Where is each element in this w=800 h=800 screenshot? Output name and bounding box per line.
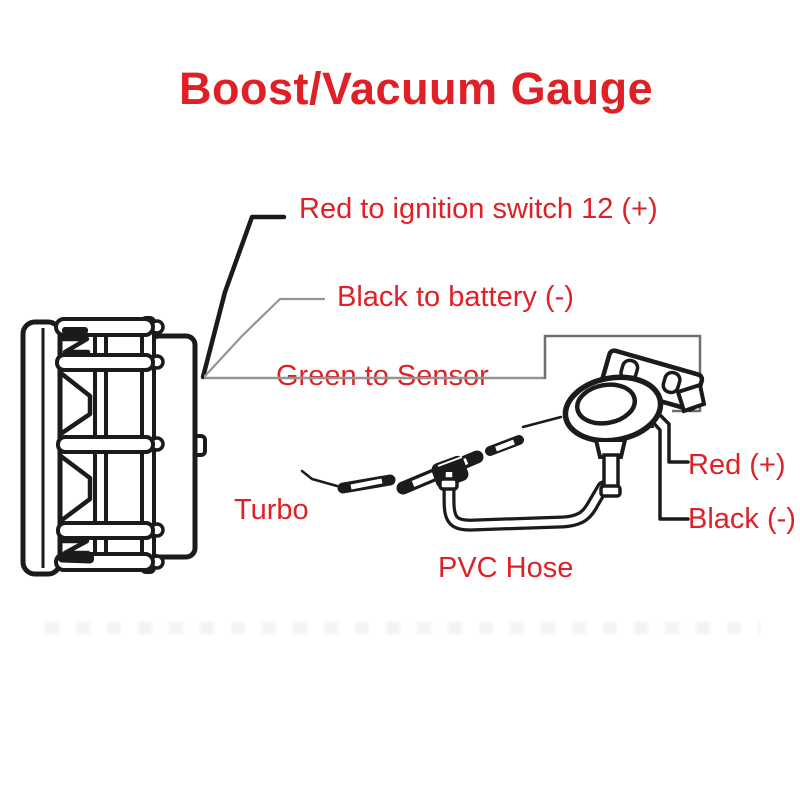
bracket-slot	[661, 370, 682, 395]
sensor-diaphragm	[575, 382, 637, 426]
inline-hose-segment	[337, 474, 396, 494]
pvc-hose	[438, 465, 610, 532]
sensor-feed-line	[521, 415, 563, 429]
sensor-tube	[602, 453, 620, 491]
label-sensor-red-wire: Red (+)	[688, 449, 786, 481]
sensor-wire-leaders	[632, 411, 690, 521]
turbo-inlet-line	[300, 469, 339, 488]
hose-connector	[485, 435, 524, 456]
boost-gauge-side-view	[20, 316, 207, 577]
watermark-artifact	[45, 622, 760, 634]
t-fitting	[396, 450, 484, 502]
gauge-terminal-nub	[190, 434, 207, 457]
sensor-stem	[593, 438, 628, 459]
hose-assembly	[300, 415, 610, 532]
wire-arrowhead-icon	[632, 412, 654, 428]
label-sensor-black-wire: Black (-)	[688, 503, 796, 535]
sensor-mounting-bracket	[599, 348, 705, 412]
clamp-chevron	[59, 454, 93, 523]
gauge-body	[147, 333, 198, 560]
label-battery-wire: Black to battery (-)	[337, 281, 574, 313]
label-turbo: Turbo	[234, 494, 309, 526]
label-pvc-hose: PVC Hose	[438, 552, 574, 584]
sensor-hose-coupling	[599, 484, 622, 498]
clamp-zigzag	[60, 336, 91, 355]
bracket-slot	[619, 358, 640, 383]
bracket-flap	[675, 382, 707, 414]
clamp-chevron	[59, 371, 93, 436]
pressure-sensor	[562, 348, 707, 498]
label-sensor-wire: Green to Sensor	[276, 360, 489, 392]
hose-coupling	[438, 477, 459, 491]
sensor-body	[562, 374, 664, 444]
label-ignition-wire: Red to ignition switch 12 (+)	[299, 193, 658, 225]
clamp-zigzag	[60, 538, 91, 556]
page-title: Boost/Vacuum Gauge	[179, 63, 654, 114]
